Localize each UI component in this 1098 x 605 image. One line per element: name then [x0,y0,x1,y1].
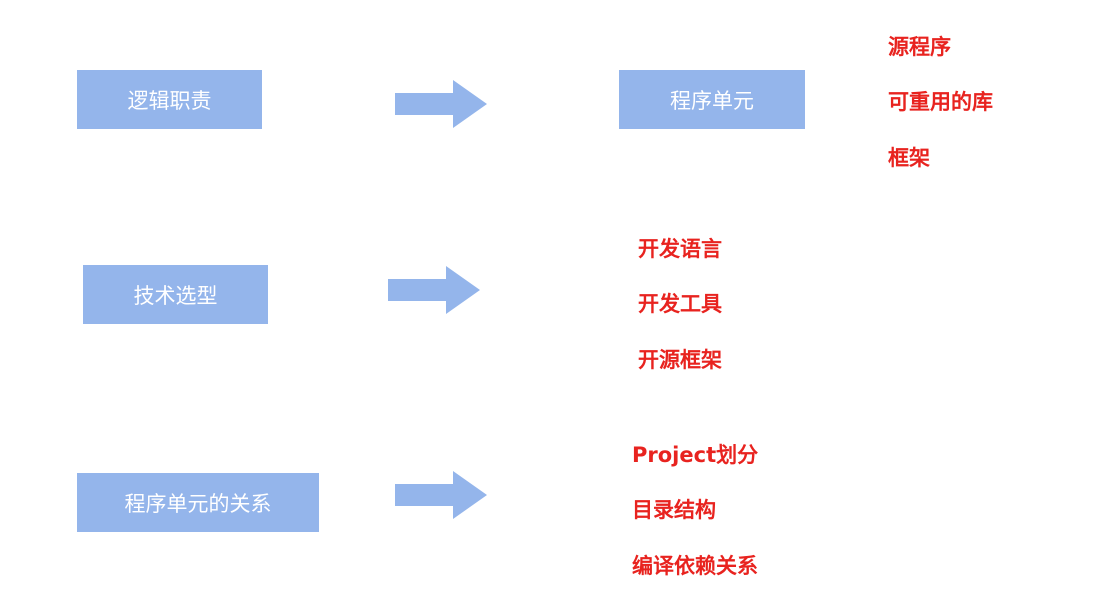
box-tech-selection: 技术选型 [83,265,268,324]
right-arrow-icon [388,266,480,314]
box-program-unit: 程序单元 [619,70,805,129]
box-label: 技术选型 [133,283,218,308]
box-label: 逻辑职责 [127,88,212,113]
box-label: 程序单元的关系 [124,491,272,516]
right-arrow-icon [395,80,487,128]
item-framework: 框架 [888,146,930,170]
right-arrow-icon [395,471,487,519]
box-unit-relationship: 程序单元的关系 [77,473,319,532]
box-label: 程序单元 [670,88,754,113]
item-open-source-framework: 开源框架 [638,348,722,372]
item-project-division: Project划分 [632,443,759,467]
box-logical-responsibility: 逻辑职责 [77,70,262,129]
item-compile-dependencies: 编译依赖关系 [632,554,758,578]
item-dev-language: 开发语言 [638,237,722,261]
item-reusable-library: 可重用的库 [888,90,993,114]
item-directory-structure: 目录结构 [632,498,716,522]
item-dev-tools: 开发工具 [638,292,722,316]
item-source-program: 源程序 [888,35,951,59]
